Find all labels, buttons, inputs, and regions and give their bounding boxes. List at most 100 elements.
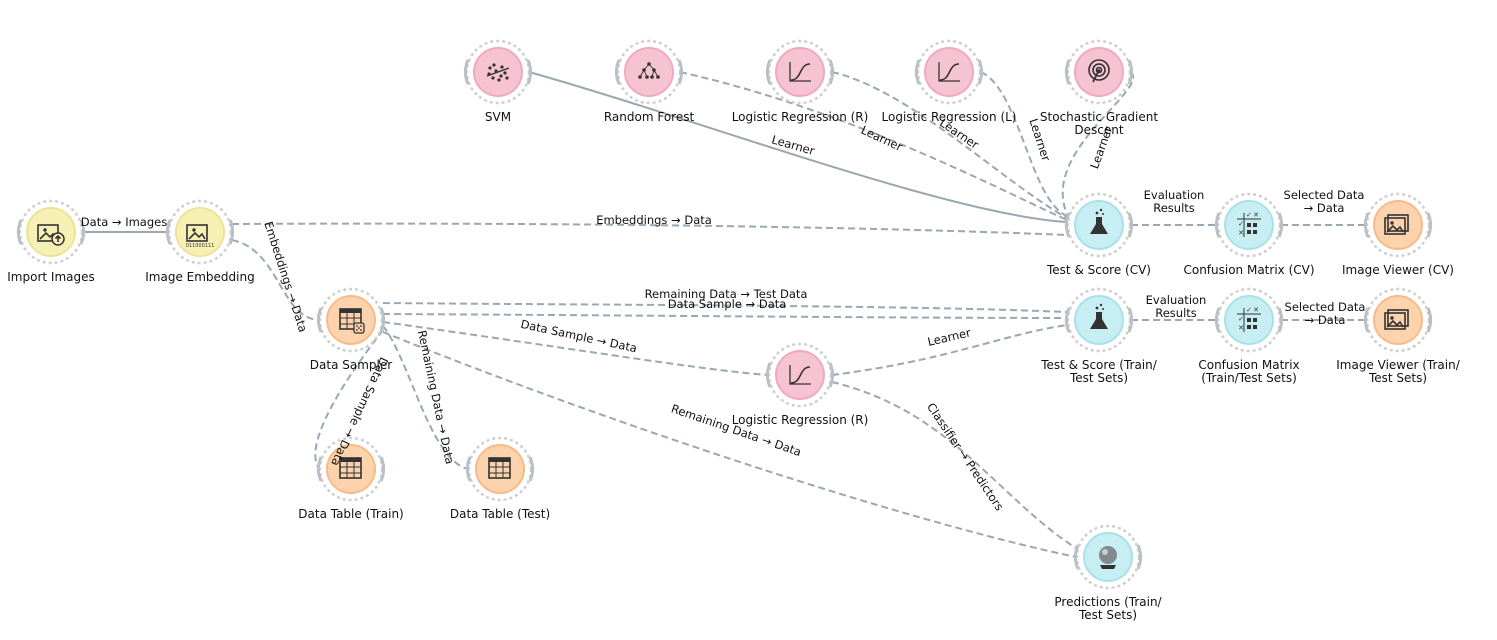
node-label: Predictions (Train/ <box>1054 595 1162 609</box>
node-random-forest[interactable]: Random Forest <box>604 39 695 124</box>
node-label: Test Sets) <box>1069 371 1128 385</box>
output-port[interactable] <box>379 456 386 482</box>
output-port[interactable] <box>977 59 984 85</box>
input-port[interactable] <box>465 456 472 482</box>
node-image-viewer-cv[interactable]: Image Viewer (CV) <box>1342 192 1454 277</box>
output-port[interactable] <box>528 456 535 482</box>
node-import-images[interactable]: Import Images <box>7 199 95 284</box>
input-port[interactable] <box>1064 59 1071 85</box>
input-port[interactable] <box>463 59 470 85</box>
input-port[interactable] <box>165 219 172 245</box>
table-icon <box>339 457 362 479</box>
output-port[interactable] <box>1127 212 1134 238</box>
link-logreg_l-to-test_score_cv[interactable] <box>980 71 1068 217</box>
output-port[interactable] <box>828 59 835 85</box>
output-port[interactable] <box>379 307 386 333</box>
input-port[interactable] <box>914 59 921 85</box>
input-port[interactable] <box>1363 307 1370 333</box>
input-port[interactable] <box>1363 212 1370 238</box>
link-label-text: Embeddings → Data <box>596 213 712 227</box>
input-port[interactable] <box>1064 212 1071 238</box>
input-port[interactable] <box>316 307 323 333</box>
output-port[interactable] <box>228 219 235 245</box>
output-port[interactable] <box>526 59 533 85</box>
node-data-table-test[interactable]: Data Table (Test) <box>450 436 550 521</box>
node-body[interactable] <box>1373 295 1423 345</box>
input-port[interactable] <box>1214 307 1221 333</box>
output-port[interactable] <box>1136 544 1143 570</box>
link-data_sampler-to-predictions[interactable] <box>382 331 1077 558</box>
input-port[interactable] <box>1214 212 1221 238</box>
input-port[interactable] <box>16 219 23 245</box>
node-logreg-r-top[interactable]: Logistic Regression (R) <box>732 39 869 124</box>
input-port[interactable] <box>1064 307 1071 333</box>
link-label-text: Classifier → Predictors <box>924 400 1007 513</box>
node-port-ring <box>1216 192 1282 258</box>
link-label-text: Evaluation <box>1146 293 1207 307</box>
output-port[interactable] <box>828 362 835 388</box>
links-layer <box>82 71 1366 558</box>
node-body[interactable] <box>175 207 225 257</box>
node-body[interactable] <box>26 207 76 257</box>
node-label: Logistic Regression (R) <box>732 413 869 427</box>
svg-text:✓: ✓ <box>1238 220 1244 228</box>
link-logreg_r_bottom-to-test_score_tt[interactable] <box>831 324 1068 376</box>
input-port[interactable] <box>1073 544 1080 570</box>
node-body[interactable] <box>475 444 525 494</box>
link-label: Learner <box>926 325 972 349</box>
link-svm-to-test_score_cv[interactable] <box>528 71 1068 223</box>
node-port-ring <box>1365 287 1431 353</box>
node-data-sampler[interactable]: Data Sampler <box>310 287 392 372</box>
node-body[interactable] <box>624 47 674 97</box>
link-data_sampler-to-test_score_tt[interactable] <box>382 302 1068 313</box>
link-data_sampler-to-test_score_tt[interactable] <box>382 313 1068 319</box>
link-logreg_r_top-to-test_score_cv[interactable] <box>831 71 1068 219</box>
output-port[interactable] <box>677 59 684 85</box>
link-data_sampler-to-data_table_test[interactable] <box>382 325 469 470</box>
link-random_forest-to-test_score_cv[interactable] <box>679 71 1068 221</box>
node-test-score-cv[interactable]: Test & Score (CV) <box>1046 192 1151 277</box>
input-port[interactable] <box>765 59 772 85</box>
node-data-table-train[interactable]: Data Table (Train) <box>298 436 404 521</box>
output-port[interactable] <box>1426 307 1433 333</box>
input-port[interactable] <box>765 362 772 388</box>
node-svm[interactable]: SVM <box>463 39 533 124</box>
node-label: (Train/Test Sets) <box>1201 371 1297 385</box>
link-label-text: Remaining Data → Data <box>415 329 457 466</box>
node-test-score-tt[interactable]: Test & Score (Train/Test Sets) <box>1040 287 1158 385</box>
image-viewer-icon <box>1384 214 1409 235</box>
link-label-text: → Data <box>1304 201 1345 215</box>
link-data_sampler-to-logreg_r_bottom[interactable] <box>382 321 769 376</box>
output-port[interactable] <box>1277 212 1284 238</box>
output-port[interactable] <box>1127 307 1134 333</box>
table-icon <box>488 457 511 479</box>
node-predictions[interactable]: Predictions (Train/Test Sets) <box>1054 524 1163 622</box>
svg-text:✓: ✓ <box>1246 211 1252 219</box>
node-confusion-tt[interactable]: ✓✕✓✕Confusion Matrix(Train/Test Sets) <box>1198 287 1300 385</box>
node-logreg-l[interactable]: Logistic Regression (L) <box>882 39 1017 124</box>
link-sgd-to-test_score_cv[interactable] <box>1061 71 1135 215</box>
link-label: Remaining Data → Data <box>415 329 457 466</box>
input-port[interactable] <box>316 456 323 482</box>
node-body[interactable] <box>326 295 376 345</box>
output-port[interactable] <box>79 219 86 245</box>
node-image-viewer-tt[interactable]: Image Viewer (Train/Test Sets) <box>1336 287 1461 385</box>
link-logreg_r_bottom-to-predictions[interactable] <box>831 381 1077 549</box>
node-port-ring <box>1066 287 1132 353</box>
link-image_embedding-to-test_score_cv[interactable] <box>231 222 1068 236</box>
output-port[interactable] <box>1277 307 1284 333</box>
input-port[interactable] <box>614 59 621 85</box>
node-port-ring <box>1075 524 1141 590</box>
output-port[interactable] <box>1426 212 1433 238</box>
node-body[interactable] <box>1373 200 1423 250</box>
output-port[interactable] <box>1127 59 1134 85</box>
node-body[interactable] <box>326 444 376 494</box>
link-image_embedding-to-data_sampler[interactable] <box>231 239 320 321</box>
node-confusion-cv[interactable]: ✓✕✓✕Confusion Matrix (CV) <box>1183 192 1315 277</box>
node-logreg-r-bottom[interactable]: Logistic Regression (R) <box>732 342 869 427</box>
